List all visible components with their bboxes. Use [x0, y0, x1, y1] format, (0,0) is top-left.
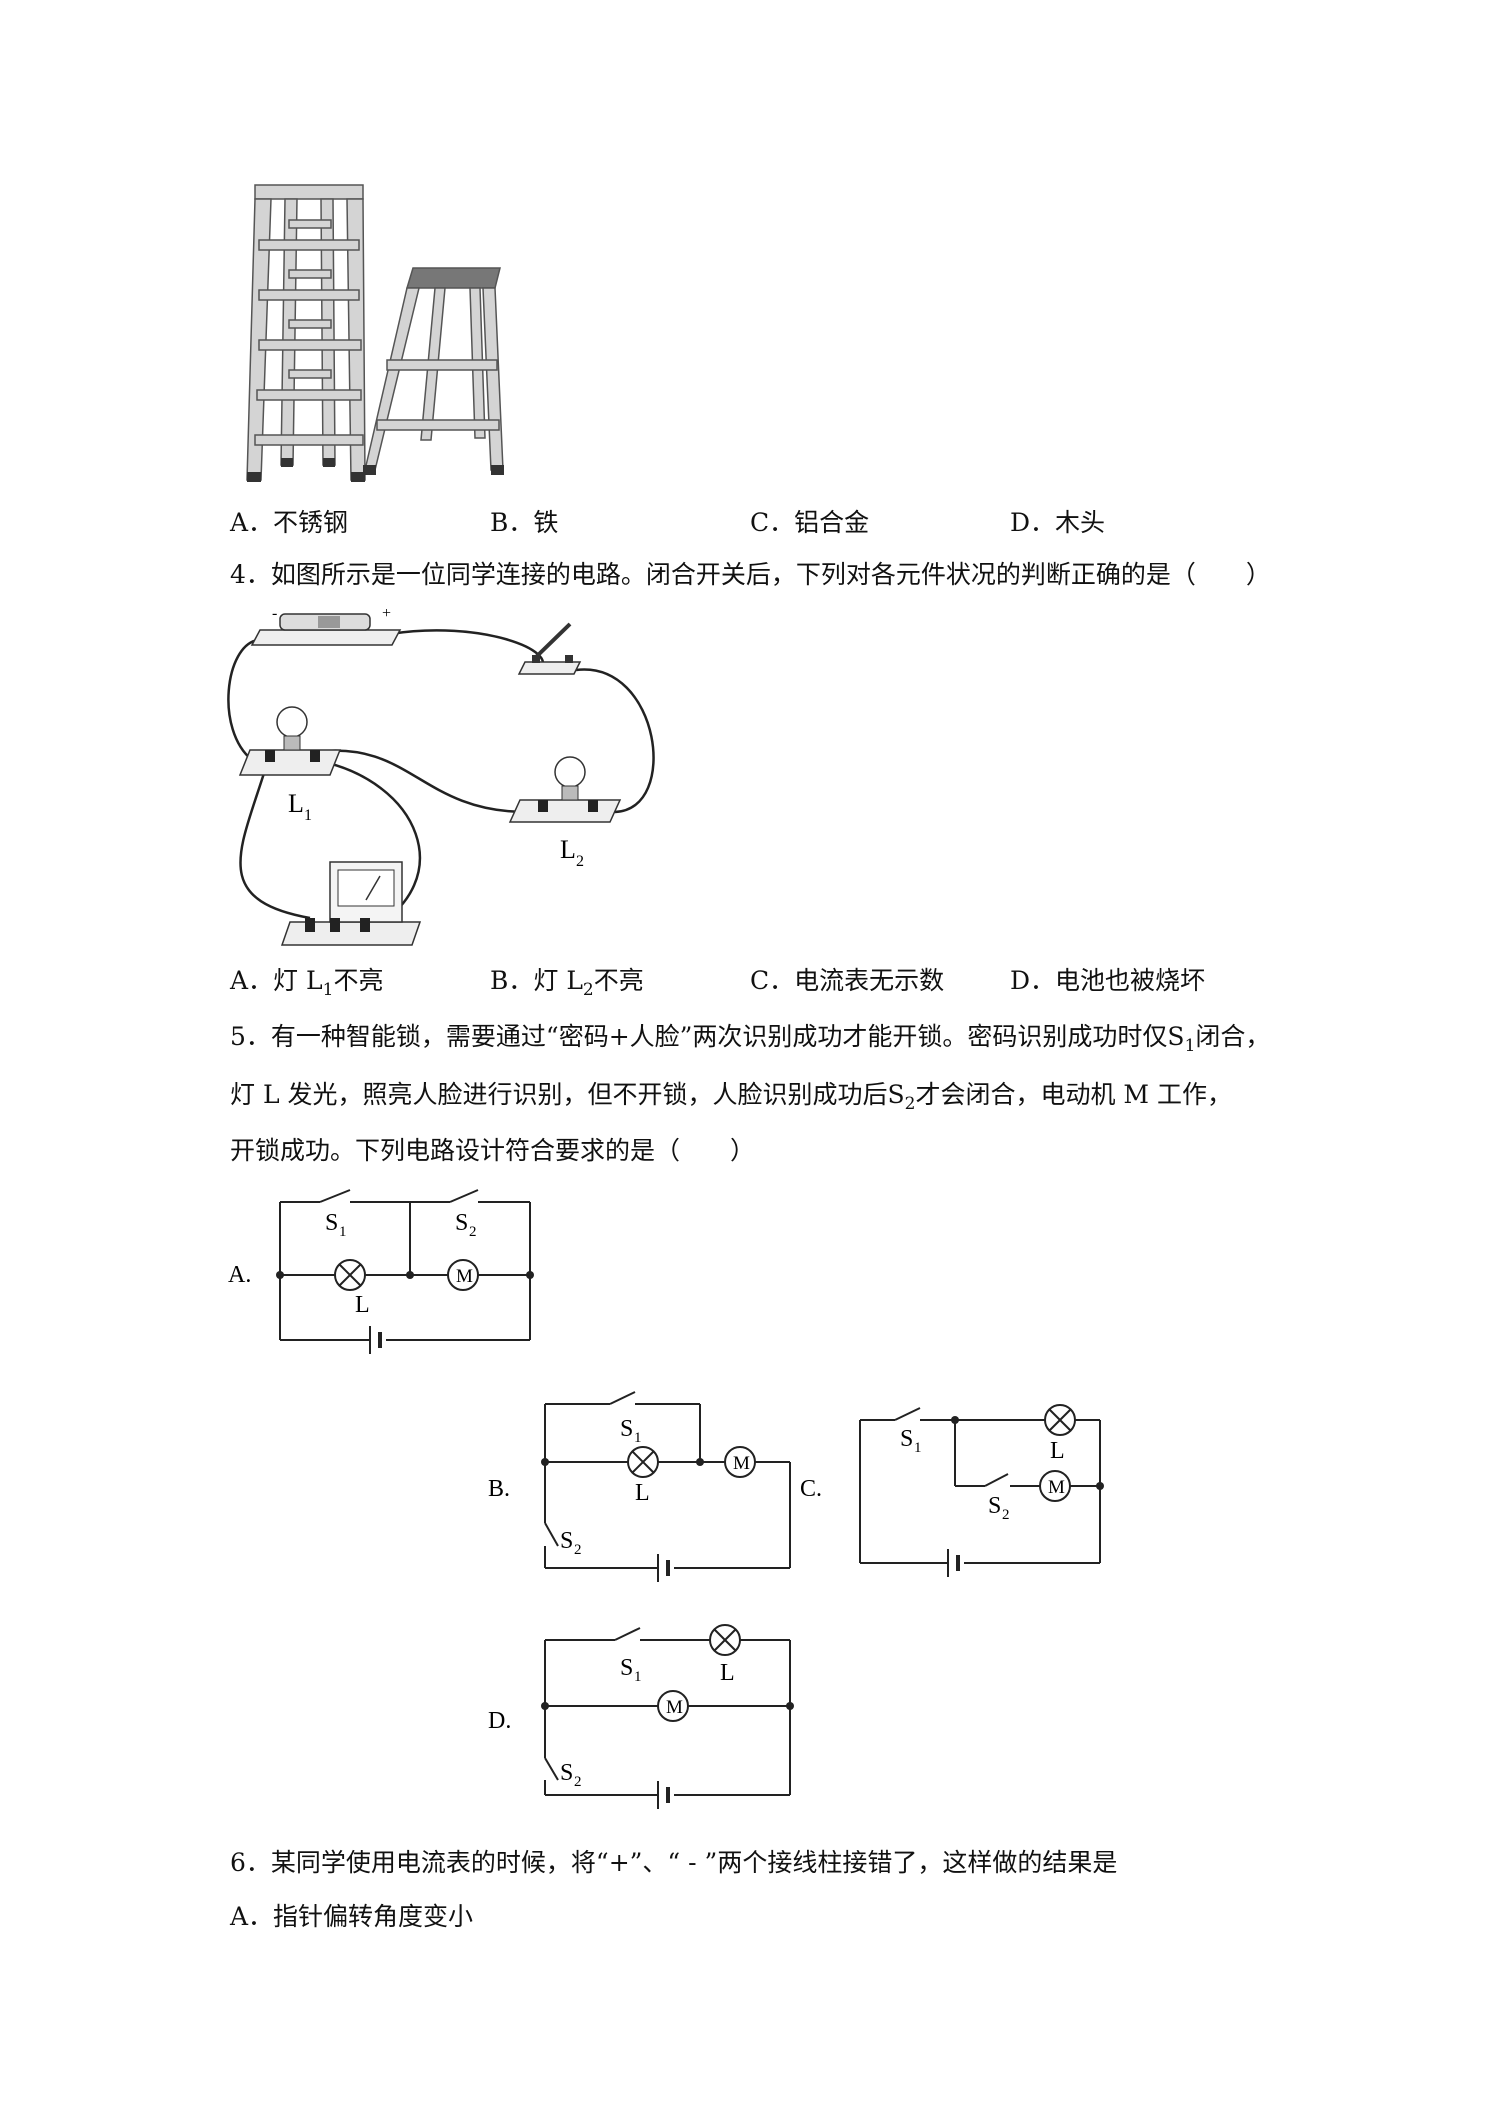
svg-text:M: M: [456, 1266, 473, 1287]
svg-text:2: 2: [469, 1224, 477, 1240]
svg-text:1: 1: [304, 807, 312, 824]
svg-text:M: M: [666, 1697, 683, 1718]
svg-text:M: M: [1048, 1477, 1065, 1498]
bulb-l2-label: L: [560, 835, 576, 864]
bulb-l1-label: L: [288, 789, 304, 818]
svg-text:L: L: [720, 1660, 735, 1686]
svg-text:S: S: [900, 1426, 913, 1452]
svg-text:S: S: [988, 1493, 1001, 1519]
svg-text:2: 2: [1002, 1507, 1010, 1523]
svg-text:L: L: [355, 1292, 370, 1318]
bulb-l2-icon: [508, 756, 622, 823]
svg-text:1: 1: [634, 1430, 642, 1446]
svg-text:2: 2: [574, 1774, 582, 1790]
svg-text:C.: C.: [800, 1476, 822, 1502]
battery-icon: - +: [250, 605, 402, 646]
svg-text:L: L: [635, 1480, 650, 1506]
svg-text:S: S: [560, 1528, 573, 1554]
svg-text:D.: D.: [488, 1708, 511, 1734]
q4-stem: 4．如图所示是一位同学连接的电路。闭合开关后，下列对各元件状况的判断正确的是（ …: [230, 560, 1271, 589]
svg-text:S: S: [620, 1416, 633, 1442]
svg-text:+: +: [382, 605, 391, 622]
svg-text:A.: A.: [228, 1262, 251, 1288]
svg-text:1: 1: [634, 1669, 642, 1685]
q4-option-a[interactable]: A．灯 L1不亮: [230, 966, 384, 1000]
svg-text:S: S: [325, 1210, 338, 1236]
q3-option-a[interactable]: A．不锈钢: [230, 508, 349, 537]
svg-text:2: 2: [574, 1542, 582, 1558]
svg-text:S: S: [455, 1210, 468, 1236]
svg-text:-: -: [272, 605, 277, 622]
svg-text:S: S: [620, 1655, 633, 1681]
svg-text:1: 1: [914, 1440, 922, 1456]
svg-text:B.: B.: [488, 1476, 510, 1502]
switch-icon: [517, 622, 582, 675]
q6-option-a[interactable]: A．指针偏转角度变小: [230, 1902, 474, 1931]
q5-stem-line2: 灯 L 发光，照亮人脸进行识别，但不开锁，人脸识别成功后S2才会闭合，电动机 M…: [230, 1080, 1232, 1114]
q4-option-c[interactable]: C．电流表无示数: [750, 966, 945, 995]
q4-option-d[interactable]: D．电池也被烧坏: [1010, 966, 1206, 995]
q3-option-b[interactable]: B．铁: [490, 508, 559, 537]
ammeter-icon: [280, 861, 422, 946]
svg-text:2: 2: [576, 853, 584, 870]
q3-option-c[interactable]: C．铝合金: [750, 508, 870, 537]
svg-text:L: L: [1050, 1438, 1065, 1464]
svg-text:1: 1: [339, 1224, 347, 1240]
q4-option-b[interactable]: B．灯 L2不亮: [490, 966, 644, 1000]
svg-text:M: M: [733, 1453, 750, 1474]
q3-option-d[interactable]: D．木头: [1010, 508, 1106, 537]
q6-stem: 6．某同学使用电流表的时候，将“+”、“ - ”两个接线柱接错了，这样做的结果是: [230, 1848, 1118, 1877]
svg-text:S: S: [560, 1760, 573, 1786]
bulb-l1-icon: [238, 706, 342, 776]
q4-circuit-figure: - + L 1 L 2: [227, 605, 655, 946]
ladder-stool-figure: [246, 184, 504, 482]
q5-stem-line1: 5．有一种智能锁，需要通过“密码+人脸”两次识别成功才能开锁。密码识别成功时仅S…: [230, 1022, 1271, 1056]
q5-stem-line3: 开锁成功。下列电路设计符合要求的是（ ）: [230, 1136, 756, 1165]
